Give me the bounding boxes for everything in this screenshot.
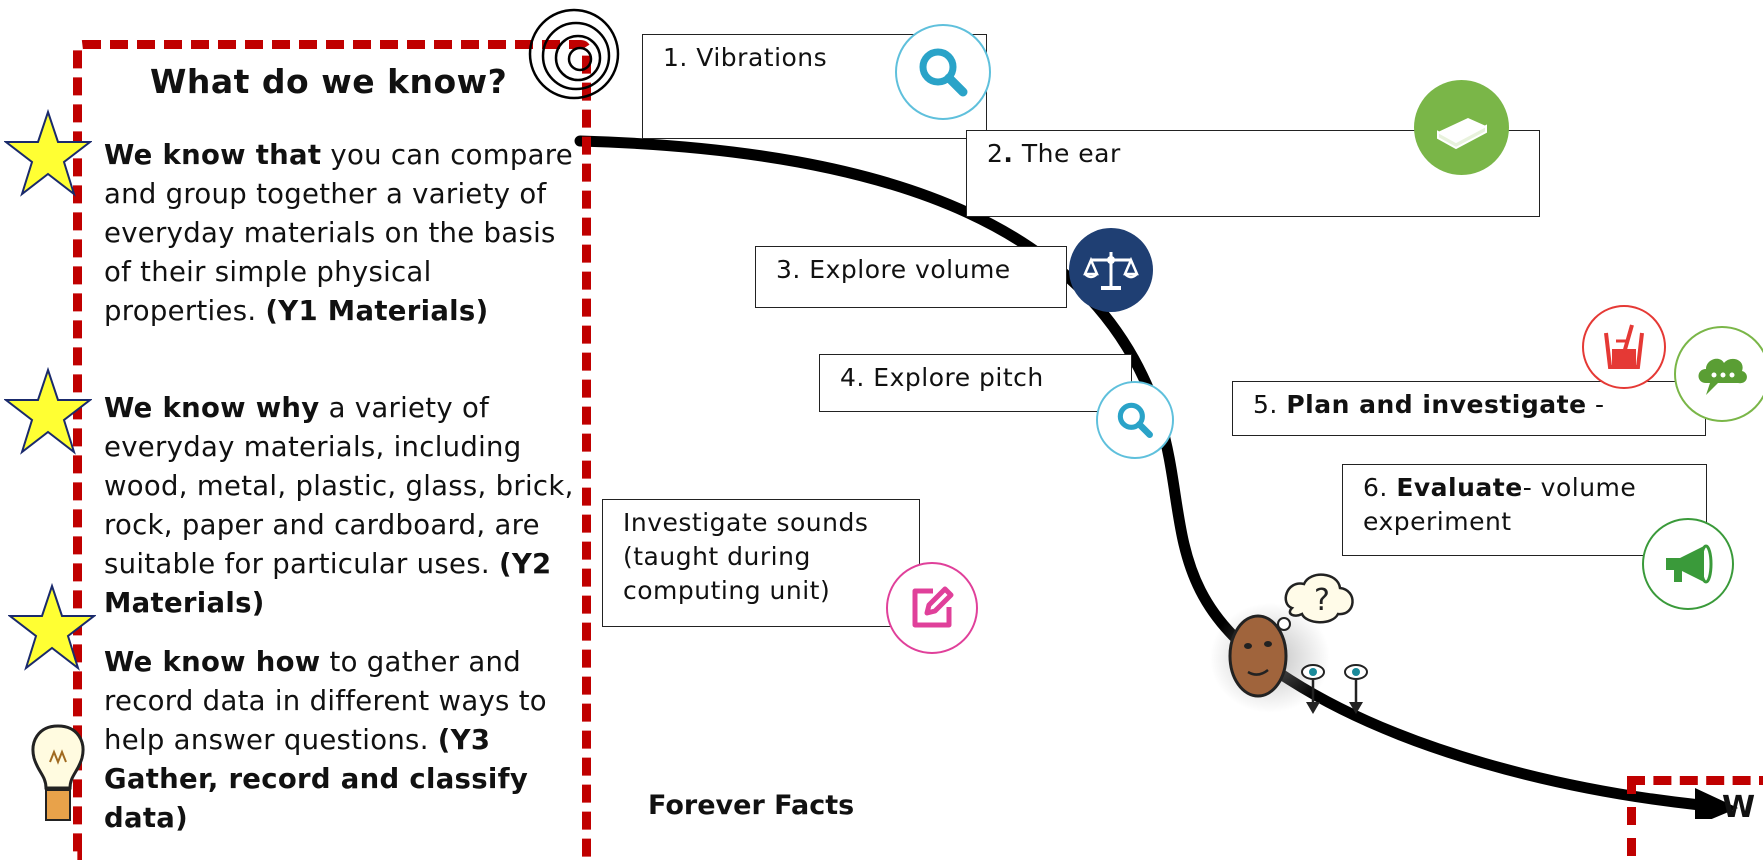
search-icon xyxy=(895,24,991,120)
know-lead: We know why xyxy=(104,392,320,424)
step-5-number: 5. xyxy=(1253,390,1287,419)
forever-facts-heading: Forever Facts xyxy=(648,790,855,821)
step-5-label: 5. Plan and investigate - xyxy=(1253,388,1605,422)
step-6-number: 6. xyxy=(1363,473,1397,502)
star-icon xyxy=(8,582,96,671)
step-5-rest: - xyxy=(1586,390,1605,419)
know-item-1: We know that you can compare and group t… xyxy=(104,136,574,331)
beaker-icon xyxy=(1582,305,1666,389)
step-2-text: The ear xyxy=(1013,139,1121,168)
extra-line-1: Investigate sounds xyxy=(623,508,869,537)
step-2-dot: . xyxy=(1003,139,1014,168)
lightbulb-icon xyxy=(31,724,85,821)
know-lead: We know that xyxy=(104,139,322,171)
step-6-bold: Evaluate xyxy=(1396,473,1523,502)
step-1-label: 1. Vibrations xyxy=(663,43,828,72)
know-item-3: We know how to gather and record data in… xyxy=(104,643,574,838)
corner-heading: W xyxy=(1722,790,1756,825)
speech-cloud-icon xyxy=(1674,326,1763,422)
scales-icon xyxy=(1069,228,1153,312)
step-4-label: 4. Explore pitch xyxy=(840,363,1044,392)
know-title: What do we know? xyxy=(150,62,508,101)
journey-path xyxy=(574,135,1738,819)
know-ref: (Y1 Materials) xyxy=(265,295,489,327)
thinking-face-icon: ? xyxy=(1210,573,1368,714)
step-2-label: 2. The ear xyxy=(987,137,1121,171)
know-text: a variety of everyday materials, includi… xyxy=(104,392,574,580)
star-icon xyxy=(4,108,92,197)
extra-line-3: computing unit) xyxy=(623,576,831,605)
extra-line-2: (taught during xyxy=(623,542,811,571)
step-6-line2: experiment xyxy=(1363,507,1512,536)
corner-box xyxy=(1627,776,1763,856)
know-box xyxy=(73,40,591,860)
step-6-card: 6. Evaluate- volume experiment xyxy=(1342,464,1707,556)
know-lead: We know how xyxy=(104,646,321,678)
star-icon xyxy=(4,366,92,455)
step-5-bold: Plan and investigate xyxy=(1286,390,1587,419)
svg-text:?: ? xyxy=(1314,583,1330,618)
spiral-icon xyxy=(528,8,620,100)
know-text: you can compare and group together a var… xyxy=(104,139,573,327)
book-icon xyxy=(1414,80,1509,175)
step-3-label: 3. Explore volume xyxy=(776,255,1011,284)
pencil-icon xyxy=(886,562,978,654)
megaphone-icon xyxy=(1642,518,1734,610)
know-text: to gather and record data in different w… xyxy=(104,646,547,756)
step-4-card: 4. Explore pitch xyxy=(819,354,1132,412)
step-5-card: 5. Plan and investigate - xyxy=(1232,381,1706,436)
know-item-2: We know why a variety of everyday materi… xyxy=(104,389,574,623)
step-6-rest: - volume xyxy=(1522,473,1637,502)
know-ref: (Y2 Materials) xyxy=(104,548,552,619)
extra-label: Investigate sounds (taught during comput… xyxy=(623,506,868,608)
step-3-card: 3. Explore volume xyxy=(755,246,1067,308)
extra-card: Investigate sounds (taught during comput… xyxy=(602,499,920,627)
step-6-label: 6. Evaluate- volume experiment xyxy=(1363,471,1636,539)
step-2-number: 2 xyxy=(987,139,1004,168)
search-icon xyxy=(1096,381,1174,459)
